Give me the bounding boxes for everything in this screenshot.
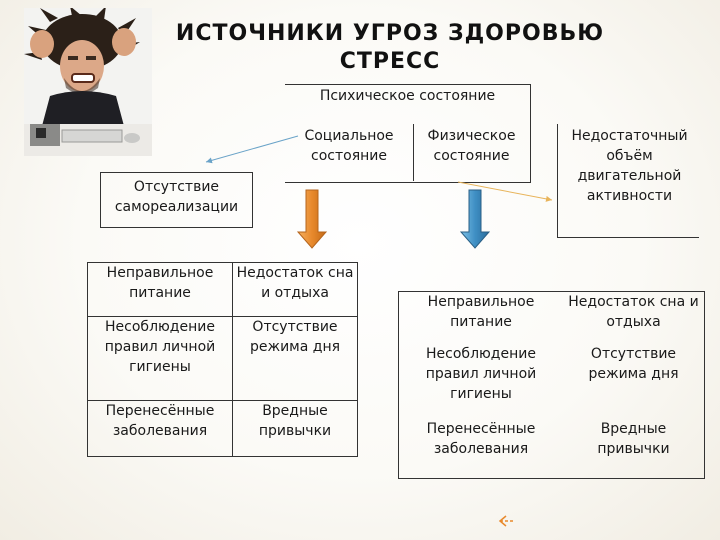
table-cell: Перенесённые заболевания — [399, 419, 564, 479]
blue-down-arrow-icon — [461, 190, 489, 248]
orange-down-arrow-icon — [298, 190, 326, 248]
connector-to-self-realization — [206, 136, 298, 162]
table-row: Перенесённые заболевания Вредные привычк… — [399, 419, 705, 479]
table-cell: Несоблюдение правил личной гигиены — [399, 344, 564, 419]
table-cell: Вредные привычки — [563, 419, 705, 479]
table-cell: Отсутствие режима дня — [563, 344, 705, 419]
table-cell: Недостаток сна и отдыха — [563, 292, 705, 344]
table-row: Несоблюдение правил личной гигиены Отсут… — [88, 317, 358, 401]
table-row: Неправильное питание Недостаток сна и от… — [399, 292, 705, 344]
table-row: Неправильное питание Недостаток сна и от… — [88, 263, 358, 317]
table-cell: Перенесённые заболевания — [88, 401, 233, 457]
table-cell: Несоблюдение правил личной гигиены — [88, 317, 233, 401]
table-row: Несоблюдение правил личной гигиены Отсут… — [399, 344, 705, 419]
left-factors-table: Неправильное питание Недостаток сна и от… — [87, 262, 358, 457]
table-cell: Вредные привычки — [233, 401, 358, 457]
table-row: Перенесённые заболевания Вредные привычк… — [88, 401, 358, 457]
table-cell: Отсутствие режима дня — [233, 317, 358, 401]
table-cell: Неправильное питание — [88, 263, 233, 317]
table-cell: Неправильное питание — [399, 292, 564, 344]
right-factors-table: Неправильное питание Недостаток сна и от… — [398, 291, 705, 479]
table-cell: Недостаток сна и отдыха — [233, 263, 358, 317]
back-arrow-icon — [500, 516, 514, 526]
